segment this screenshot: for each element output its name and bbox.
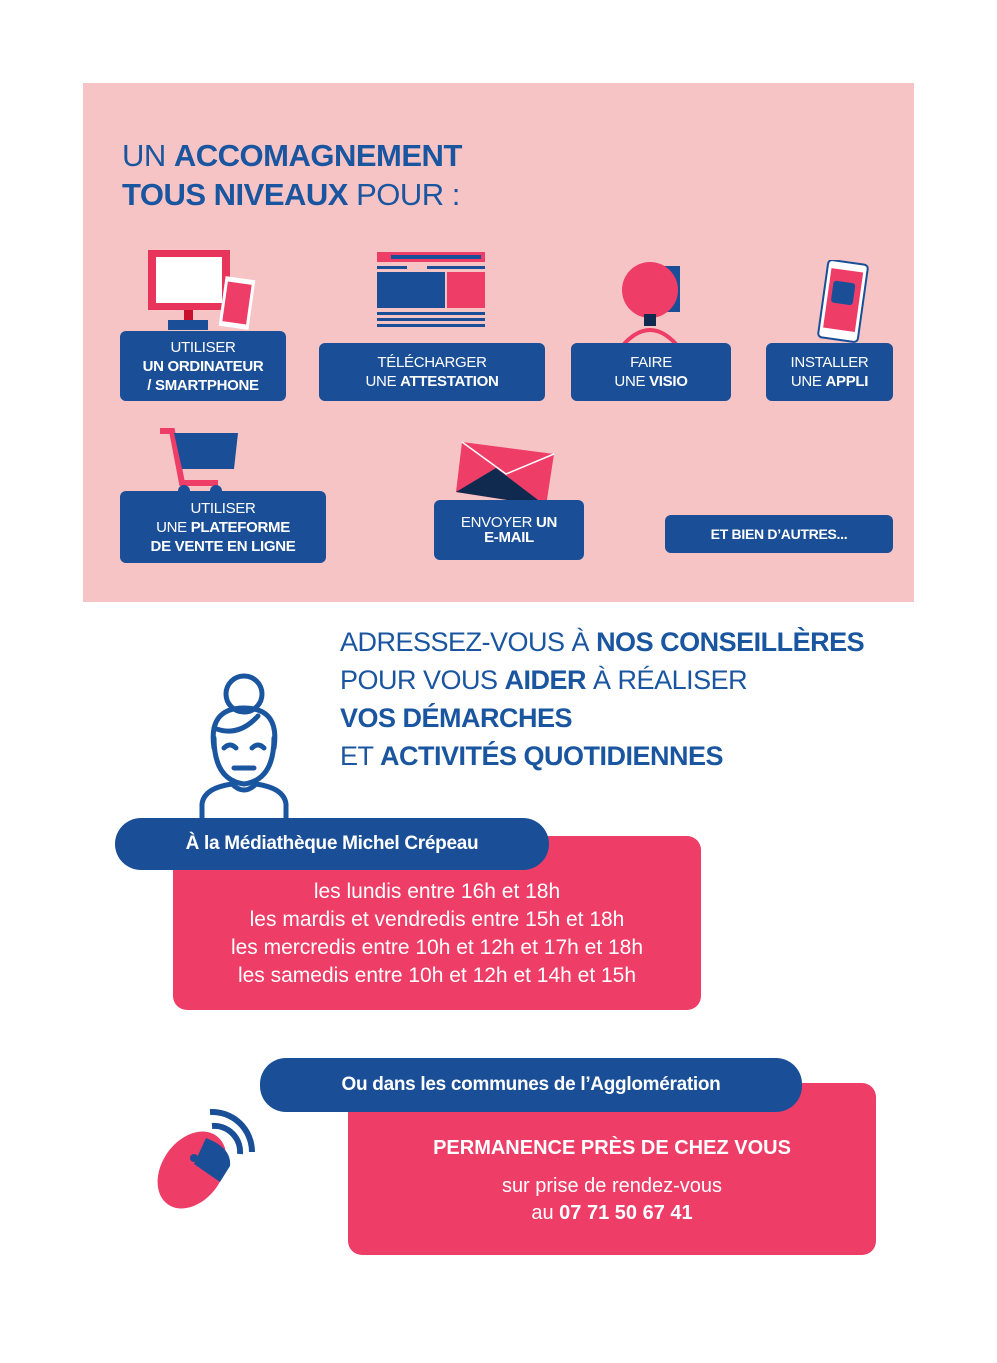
tile-text: ET BIEN D’AUTRES... <box>710 525 848 542</box>
tile-install-app: INSTALLER UNE APPLI <box>766 343 893 401</box>
hours-line: les mardis et vendredis entre 15h et 18h <box>249 908 625 931</box>
heading-text: NOS CONSEILLÈRES <box>596 627 865 657</box>
tile-text: ENVOYER <box>460 514 537 531</box>
tile-text: UTILISER <box>190 499 256 517</box>
hours-line: les samedis entre 10h et 12h et 14h et 1… <box>237 964 637 987</box>
tile-text: PLATEFORME <box>190 518 291 536</box>
headline-text: POUR : <box>347 177 460 212</box>
hours-line: les lundis entre 16h et 18h <box>313 880 561 903</box>
tile-text: ATTESTATION <box>400 373 499 390</box>
document-icon <box>377 252 485 327</box>
tile-text: DE VENTE EN LIGNE <box>150 537 296 555</box>
tile-text: TÉLÉCHARGER <box>377 354 487 371</box>
tile-video-call: FAIRE UNE VISIO <box>571 343 731 401</box>
tile-text: E-MAIL <box>484 529 534 546</box>
computer-smartphone-icon <box>148 250 256 330</box>
permanence-heading: PERMANENCE PRÈS DE CHEZ VOUS <box>433 1137 791 1159</box>
tile-and-more: ET BIEN D’AUTRES... <box>665 515 893 553</box>
heading-text: AIDER <box>504 665 587 695</box>
headline-bold: TOUS NIVEAUX <box>122 177 348 212</box>
tile-text: APPLI <box>825 373 869 390</box>
tile-text: / SMARTPHONE <box>147 376 259 394</box>
phone-number[interactable]: 07 71 50 67 41 <box>559 1202 693 1224</box>
heading-text: ET <box>340 741 381 771</box>
tile-text: UN <box>536 514 558 531</box>
advisor-heading: ADRESSEZ-VOUS À NOS CONSEILLÈRES POUR VO… <box>340 623 865 775</box>
tile-download-certificate: TÉLÉCHARGER UNE ATTESTATION <box>319 343 545 401</box>
tile-text: UNE <box>365 373 401 390</box>
advisor-woman-icon <box>199 673 289 820</box>
mediatheque-pill: À la Médiathèque Michel Crépeau <box>115 818 549 870</box>
tile-text: FAIRE <box>630 354 672 371</box>
shopping-cart-icon <box>160 428 238 497</box>
heading-text: VOS DÉMARCHES <box>340 703 573 733</box>
headline-text: UN <box>122 138 174 173</box>
appointment-text: sur prise de rendez-vous <box>501 1175 723 1197</box>
tile-text: UNE <box>156 518 191 536</box>
heading-text: À RÉALISER <box>586 665 748 695</box>
mediatheque-title: À la Médiathèque Michel Crépeau <box>185 833 479 854</box>
headline-bold: ACCOMAGNEMENT <box>173 138 463 173</box>
tile-text: UN ORDINATEUR <box>142 357 264 375</box>
communes-pill: Ou dans les communes de l’Agglomération <box>260 1058 802 1112</box>
computer-mouse-icon <box>157 1108 256 1209</box>
tile-text: VISIO <box>649 373 688 390</box>
tile-text: UNE <box>614 373 650 390</box>
webcam-icon <box>622 262 680 346</box>
app-phone-icon <box>817 260 869 343</box>
heading-text: ADRESSEZ-VOUS À <box>340 627 597 657</box>
panel-headline: UN ACCOMAGNEMENT TOUS NIVEAUX POUR : <box>122 136 462 214</box>
hours-line: les mercredis entre 10h et 12h et 17h et… <box>230 936 644 959</box>
appointment-text: au <box>531 1202 560 1224</box>
heading-text: ACTIVITÉS QUOTIDIENNES <box>380 741 724 771</box>
communes-title: Ou dans les communes de l’Agglomération <box>341 1074 721 1095</box>
tile-text: UNE <box>790 373 826 390</box>
envelope-icon <box>456 441 555 506</box>
tile-text: UTILISER <box>170 338 236 356</box>
heading-text: POUR VOUS <box>340 665 505 695</box>
tile-text: INSTALLER <box>790 354 869 371</box>
